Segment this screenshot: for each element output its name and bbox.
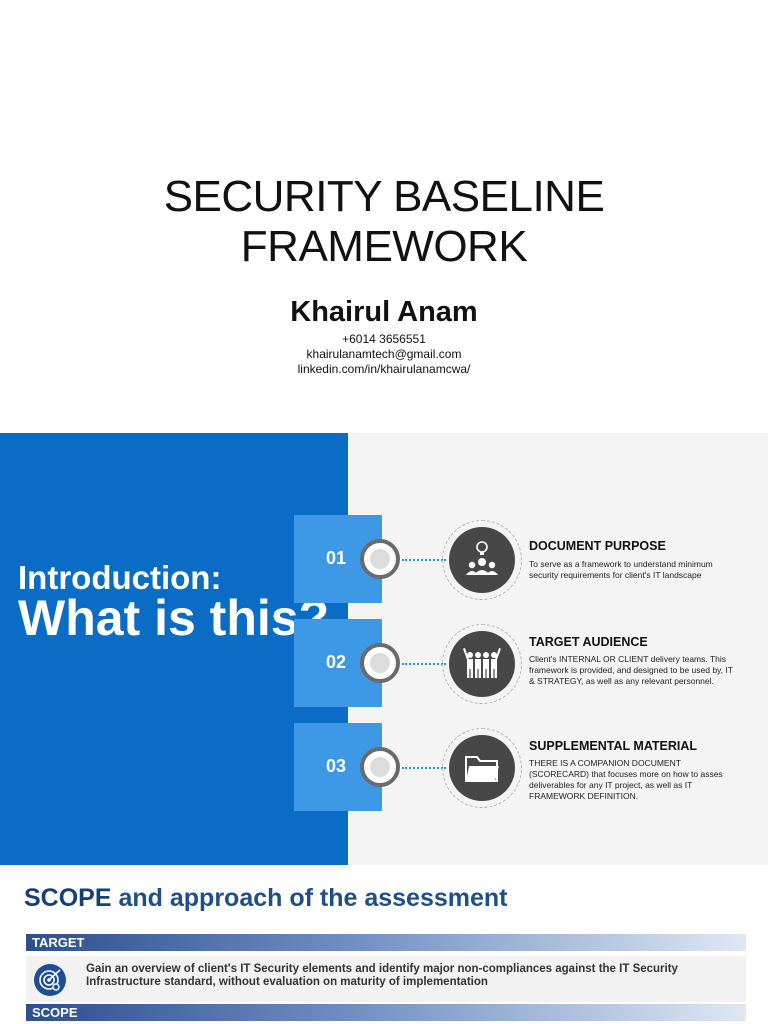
target-gear-icon	[34, 964, 66, 996]
item-number: 01	[326, 548, 347, 568]
connector-ring-icon	[360, 747, 400, 787]
title-line-2: FRAMEWORK	[240, 222, 528, 271]
author-name: Khairul Anam	[290, 296, 478, 328]
connector-line	[402, 663, 446, 665]
author-phone: +6014 3656551	[342, 332, 426, 346]
title-line-1: SECURITY BASELINE	[163, 172, 605, 221]
author-linkedin[interactable]: linkedin.com/in/khairulanamcwa/	[297, 362, 471, 376]
item-title-01: DOCUMENT PURPOSE	[529, 539, 666, 553]
intro-heading-line-1: Introduction:	[18, 559, 222, 596]
folder-icon	[465, 756, 499, 782]
item-title-02: TARGET AUDIENCE	[529, 635, 648, 649]
target-description: Gain an overview of client's IT Security…	[86, 963, 678, 988]
item-icon-circle-02	[442, 624, 522, 704]
item-description-03: THERE IS A COMPANION DOCUMENT (SCORECARD…	[529, 758, 723, 801]
item-description-02: Client's INTERNAL OR CLIENT delivery tea…	[529, 654, 733, 686]
author-email[interactable]: khairulanamtech@gmail.com	[306, 347, 462, 361]
target-label-bar: TARGET	[26, 934, 746, 951]
connector-line	[402, 559, 446, 561]
connector-line	[402, 767, 446, 769]
team-lightbulb-icon	[466, 541, 498, 575]
item-number: 03	[326, 756, 347, 776]
intro-heading-line-2: What is this?	[18, 590, 330, 646]
connector-ring-icon	[360, 539, 400, 579]
item-icon-circle-01	[442, 520, 522, 600]
intro-slide: Introduction: What is this? 01 DOCUMENT …	[0, 433, 768, 865]
scope-title-rest: and approach of the assessment	[111, 884, 508, 912]
scope-slide-title: SCOPE and approach of the assessment	[24, 884, 507, 913]
document-title: SECURITY BASELINE FRAMEWORK	[0, 172, 768, 272]
target-row: Gain an overview of client's IT Security…	[26, 956, 746, 1002]
group-people-icon	[463, 648, 501, 678]
item-number: 02	[326, 652, 347, 672]
item-title-03: SUPPLEMENTAL MATERIAL	[529, 739, 698, 753]
intro-blue-panel: Introduction: What is this?	[0, 433, 348, 865]
item-icon-circle-03	[442, 728, 522, 808]
scope-title-keyword: SCOPE	[24, 884, 112, 912]
connector-ring-icon	[360, 643, 400, 683]
item-description-01: To serve as a framework to understand mi…	[529, 559, 713, 580]
scope-label-bar: SCOPE	[26, 1004, 746, 1021]
